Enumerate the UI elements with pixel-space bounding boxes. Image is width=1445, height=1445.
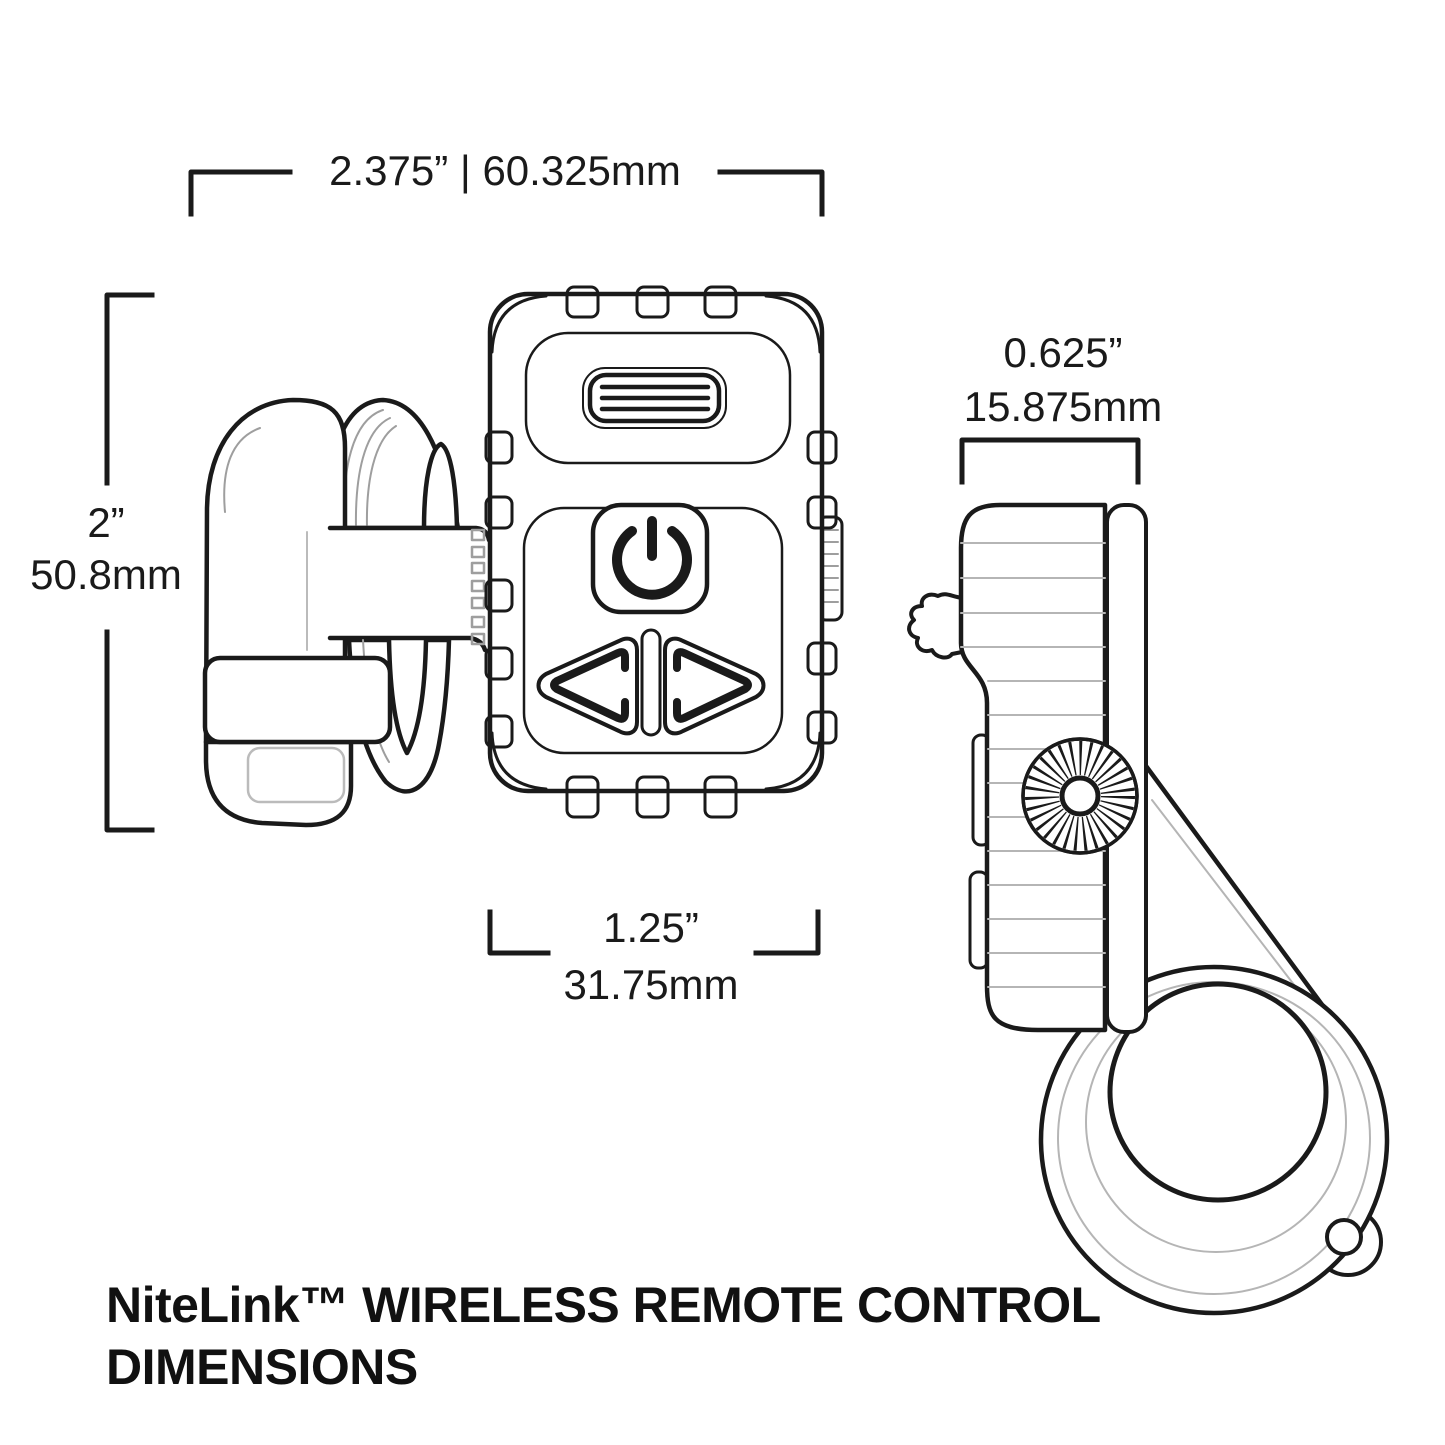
left-arrow-icon xyxy=(550,648,629,723)
side-rib-lines xyxy=(960,542,1106,988)
body-width-bracket xyxy=(487,909,821,956)
clamp-hook-side xyxy=(1038,763,1390,1316)
remote-front xyxy=(484,285,844,819)
power-button xyxy=(590,502,710,615)
clamp-ring-top xyxy=(327,397,461,531)
side-button xyxy=(907,592,964,660)
body-width-label-inches: 1.25” xyxy=(603,904,699,951)
overall-height-label-mm: 50.8mm xyxy=(30,551,182,598)
overall-height-bracket xyxy=(104,292,155,833)
rubber-tabs xyxy=(484,285,838,819)
dial-knob xyxy=(1021,737,1139,855)
overall-width-bracket xyxy=(188,169,825,217)
power-icon xyxy=(612,516,692,600)
right-arrow-button xyxy=(663,636,766,736)
side-view-drawing xyxy=(907,502,1390,1316)
body-width-label-mm: 31.75mm xyxy=(563,961,739,1008)
diagram-title-line2: DIMENSIONS xyxy=(106,1339,418,1395)
body-depth-label-mm: 15.875mm xyxy=(963,383,1163,430)
clamp-ring-hole xyxy=(1107,981,1329,1203)
body-depth-label-inches: 0.625” xyxy=(1003,329,1123,376)
button-divider xyxy=(640,628,662,737)
diagram-title-line1: NiteLink™ WIRELESS REMOTE CONTROL xyxy=(106,1277,1101,1333)
overall-width-label: 2.375” | 60.325mm xyxy=(329,147,681,194)
clamp-buckle xyxy=(202,655,393,828)
overall-height-label-inches: 2” xyxy=(87,499,125,546)
dimension-lines xyxy=(104,169,1141,956)
speaker-grille-icon xyxy=(582,367,727,429)
clamp-arm xyxy=(306,525,492,653)
front-view-drawing xyxy=(202,285,844,828)
arm-rib-texture xyxy=(470,528,486,646)
keyring-tab-hole xyxy=(1325,1218,1363,1256)
left-arrow-button xyxy=(536,636,639,736)
body-depth-bracket xyxy=(959,437,1141,485)
right-arrow-icon xyxy=(673,648,752,723)
speaker-panel xyxy=(524,331,792,465)
